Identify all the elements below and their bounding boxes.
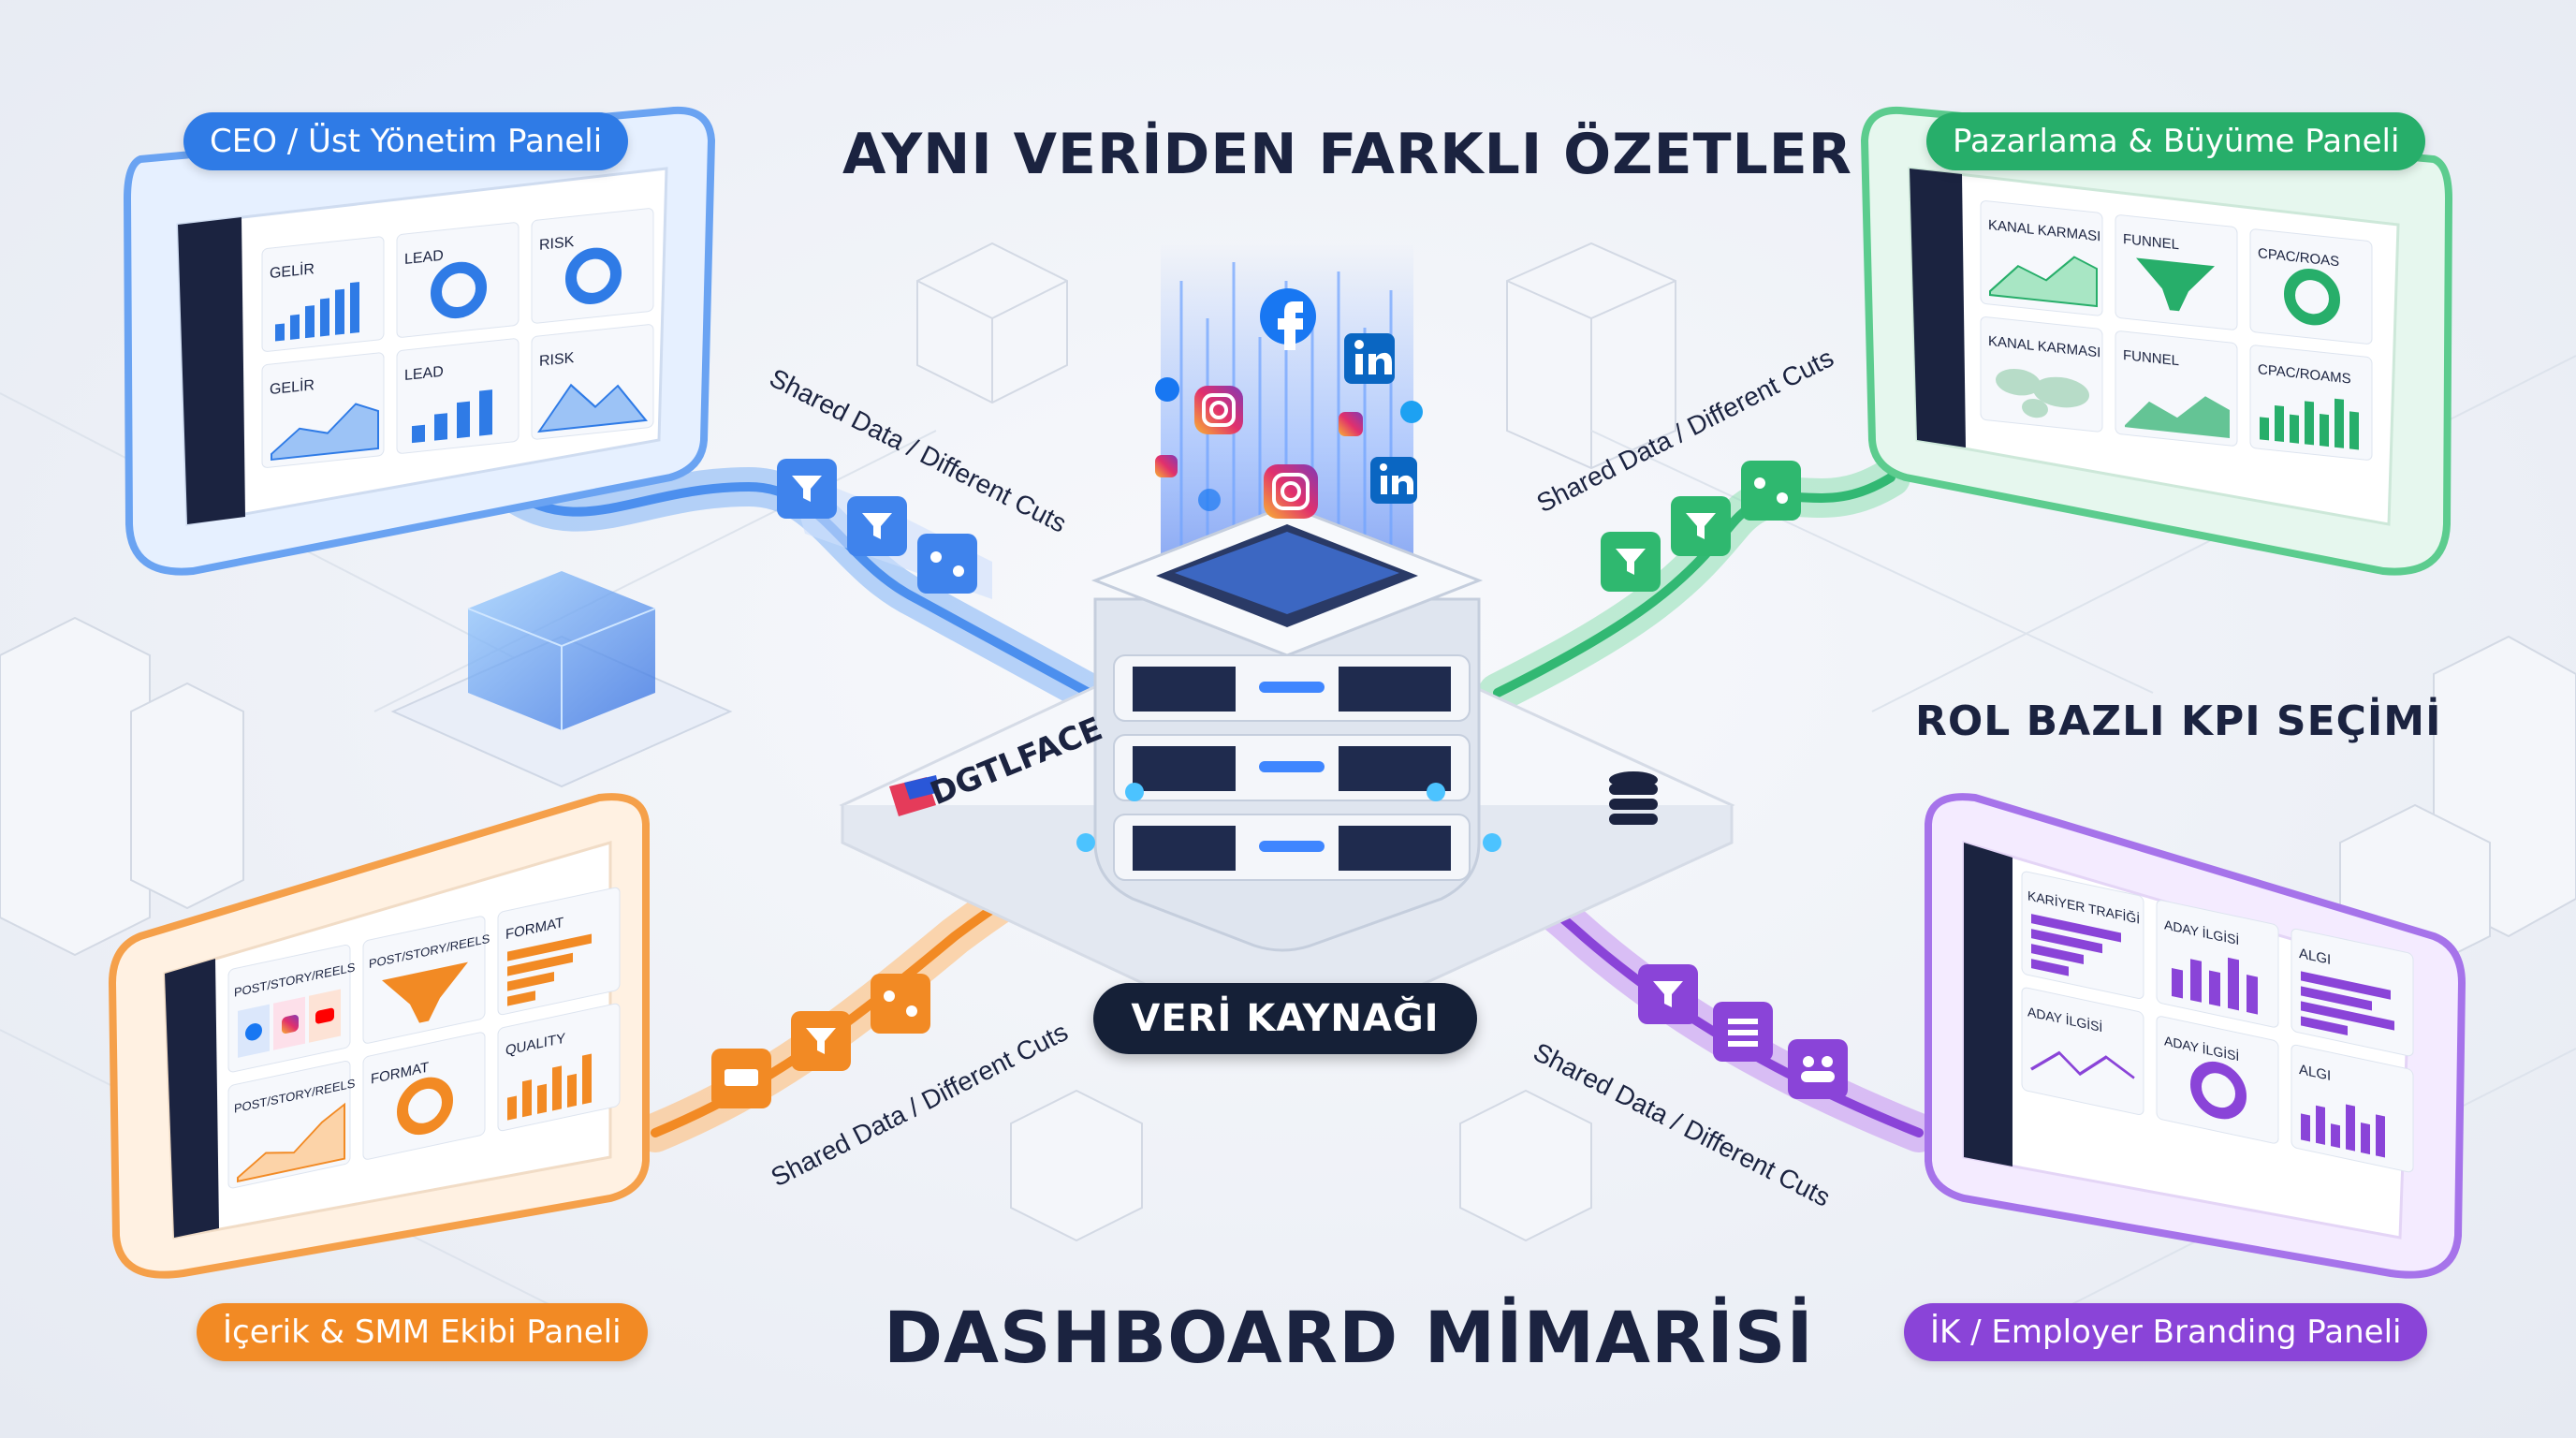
card-title: RISK xyxy=(539,349,575,370)
funnel-icon xyxy=(847,496,907,556)
ceo-panel: GELİR LEAD RISK GELİR LEAD RISK xyxy=(123,106,716,576)
card-title: GELİR xyxy=(270,259,315,282)
card-title: FUNNEL xyxy=(2123,347,2179,369)
database-icon xyxy=(1609,771,1658,825)
green-filter-blocks xyxy=(1601,461,1801,592)
hr-panel-label: İK / Employer Branding Paneli xyxy=(1904,1303,2428,1361)
purple-filter-blocks xyxy=(1638,964,1848,1099)
marketing-panel: KANAL KARMASI FUNNEL CPAC/ROAS KANAL KAR… xyxy=(1860,106,2453,576)
instagram-icon xyxy=(1155,455,1178,477)
filter-icon xyxy=(1601,532,1661,592)
background-buildings xyxy=(0,242,2576,1242)
facebook-icon xyxy=(1198,489,1221,511)
instagram-icon xyxy=(1339,412,1363,436)
hr-panel: KARİYER TRAFİĞİ ADAY İLGİSİ ALGI ADAY İL… xyxy=(1925,793,2466,1279)
content-panel-label: İçerik & SMM Ekibi Paneli xyxy=(197,1303,648,1361)
instagram-icon xyxy=(1194,386,1243,434)
side-title: ROL BAZLI KPI SEÇİMİ xyxy=(1915,697,2442,745)
filter-icon xyxy=(1638,964,1698,1024)
flow-icon xyxy=(871,974,930,1034)
server-stack xyxy=(1076,504,1501,952)
marketing-panel-label: Pazarlama & Büyüme Paneli xyxy=(1926,112,2426,170)
glass-cube xyxy=(390,571,733,788)
card-title: GELİR xyxy=(270,375,315,398)
data-source-badge: VERİ KAYNAĞI xyxy=(1093,983,1477,1054)
linkedin-icon xyxy=(1370,457,1417,504)
top-title: AYNI VERİDEN FARKLI ÖZETLER xyxy=(842,122,1852,187)
blue-filter-blocks xyxy=(777,459,992,599)
brand-logo xyxy=(889,775,940,816)
people-icon xyxy=(1788,1039,1848,1099)
funnel-icon xyxy=(791,1011,851,1071)
card-title: LEAD xyxy=(404,363,444,384)
card-title: FUNNEL xyxy=(2123,231,2179,253)
instagram-icon xyxy=(1264,464,1318,519)
card-title: RISK xyxy=(539,233,575,254)
facebook-icon xyxy=(1155,377,1179,402)
ceo-panel-label: CEO / Üst Yönetim Paneli xyxy=(183,112,629,170)
facebook-icon xyxy=(1260,288,1316,350)
funnel-icon xyxy=(1671,496,1731,556)
linkedin-icon xyxy=(1344,333,1395,384)
flow-icon xyxy=(917,534,977,594)
card-title: LEAD xyxy=(404,247,444,268)
social-icons xyxy=(1155,288,1423,519)
list-icon xyxy=(1713,1002,1773,1062)
filter-icon xyxy=(777,459,837,519)
orange-filter-blocks xyxy=(711,974,930,1108)
flow-icon xyxy=(1741,461,1801,521)
bottom-title: DASHBOARD MİMARİSİ xyxy=(884,1296,1814,1379)
content-panel: POST/STORY/REELS POST/STORY/REELS FORMAT… xyxy=(108,793,650,1279)
twitter-icon xyxy=(1400,401,1423,423)
flow-icon xyxy=(711,1049,771,1108)
